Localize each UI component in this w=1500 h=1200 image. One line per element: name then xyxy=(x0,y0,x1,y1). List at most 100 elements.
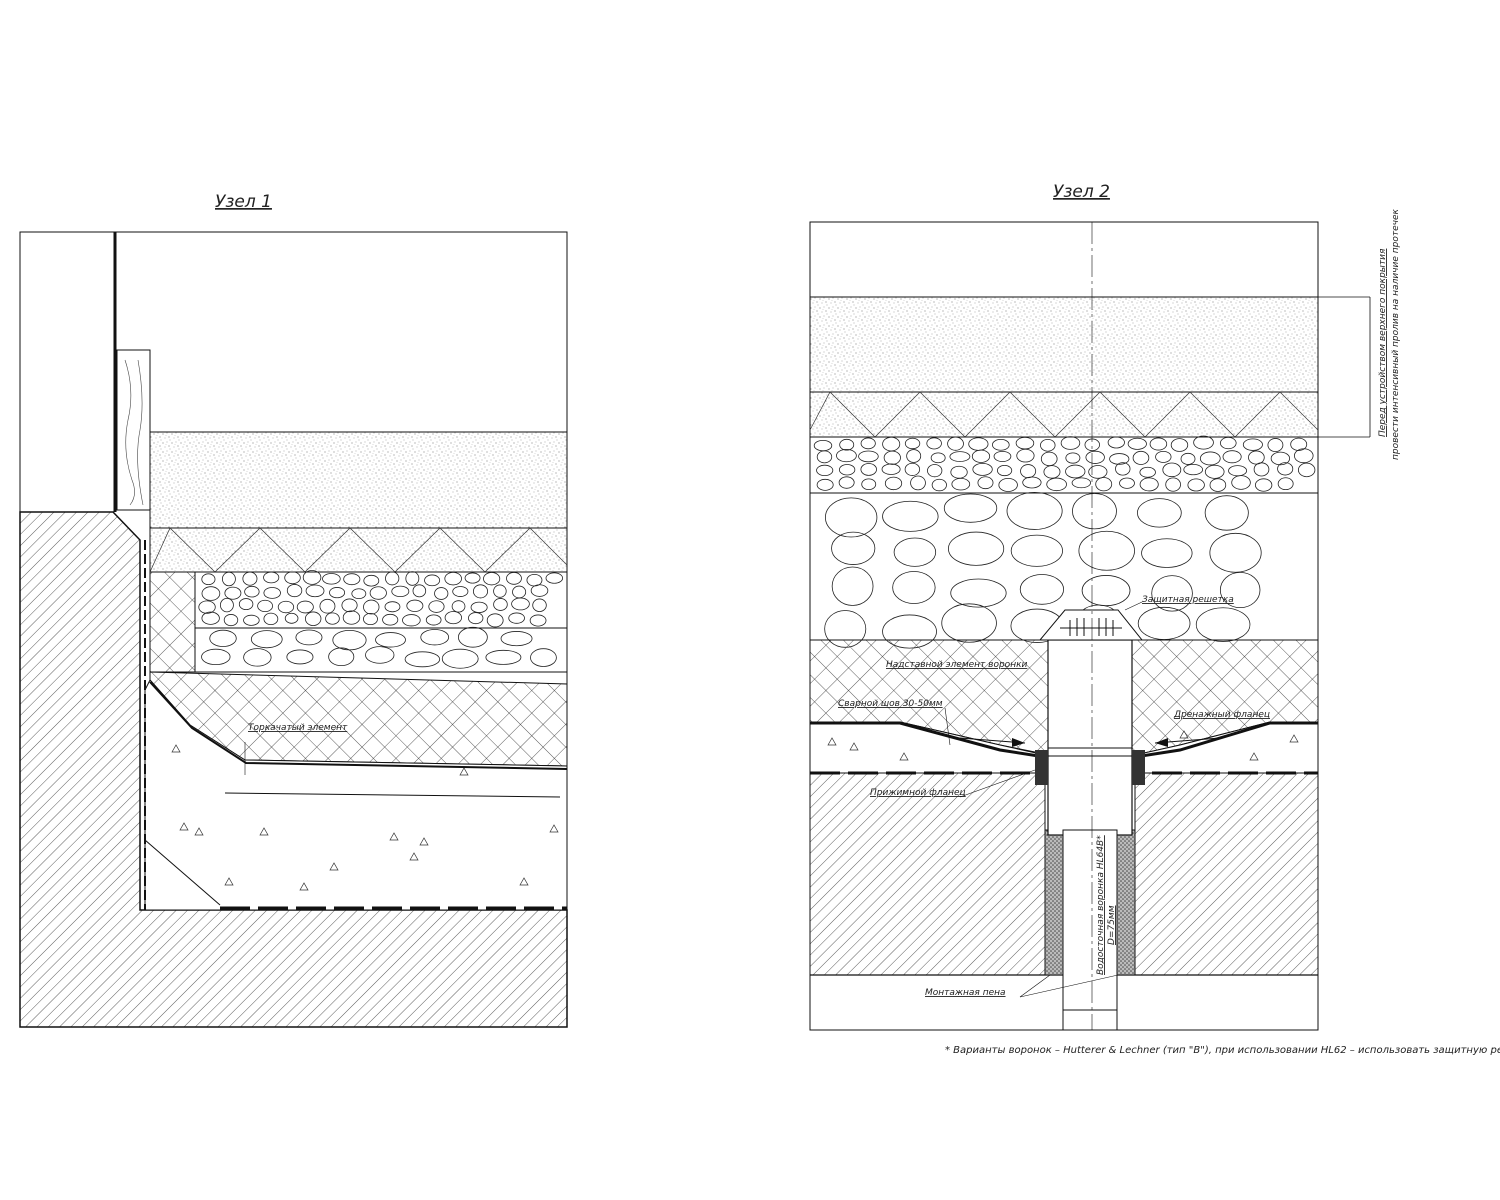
aggregate-mark xyxy=(849,742,859,751)
stone xyxy=(1149,437,1168,451)
stone xyxy=(242,571,258,586)
stone xyxy=(532,598,547,612)
stone xyxy=(470,601,488,613)
stone xyxy=(405,571,420,586)
stone xyxy=(277,600,295,614)
stone xyxy=(420,629,450,646)
stone xyxy=(263,571,280,584)
stone xyxy=(947,436,964,451)
stone xyxy=(257,599,273,613)
aggregate-mark xyxy=(459,767,469,776)
stone xyxy=(319,598,336,614)
stone xyxy=(993,450,1012,462)
stone xyxy=(1139,477,1159,492)
stone xyxy=(1219,436,1237,450)
stone xyxy=(545,572,564,584)
stone xyxy=(831,566,874,606)
stone xyxy=(485,649,522,665)
stone xyxy=(930,452,946,464)
large-stones xyxy=(201,626,557,669)
leader-line xyxy=(959,769,1036,798)
stone xyxy=(444,571,462,586)
stone xyxy=(1010,534,1063,567)
stone xyxy=(286,649,314,665)
stone xyxy=(1137,498,1182,528)
drain-pipe[interactable] xyxy=(1062,829,1118,1011)
stone xyxy=(1006,491,1063,530)
membrane-line xyxy=(149,681,568,770)
stone xyxy=(243,648,272,667)
grate-icon[interactable] xyxy=(1038,609,1144,641)
stone xyxy=(201,648,231,666)
stone xyxy=(434,587,449,600)
stone xyxy=(363,599,380,615)
stone xyxy=(1187,478,1205,492)
stone xyxy=(329,587,346,599)
stone xyxy=(424,574,441,587)
stone xyxy=(402,614,421,627)
footnote: * Варианты воронок – Hutterer & Lechner … xyxy=(945,1045,1500,1056)
drain-body[interactable] xyxy=(1047,639,1133,836)
stone xyxy=(493,598,508,611)
concrete-aggregate xyxy=(171,744,559,891)
clamp-right xyxy=(1132,750,1145,785)
stone xyxy=(529,614,547,627)
stone xyxy=(493,584,507,598)
stone xyxy=(998,477,1018,492)
stone xyxy=(816,450,833,464)
stone xyxy=(1016,448,1035,463)
stone xyxy=(1193,435,1214,450)
aggregate-mark xyxy=(519,877,529,886)
stone xyxy=(927,464,943,478)
stone xyxy=(483,572,501,586)
stone xyxy=(286,584,303,598)
stone xyxy=(341,598,358,613)
stone xyxy=(1209,478,1227,492)
stone xyxy=(949,451,971,462)
stone xyxy=(1170,438,1189,452)
stone xyxy=(1043,465,1061,479)
stone xyxy=(201,611,220,625)
stone xyxy=(444,611,462,625)
wood-board xyxy=(116,349,151,511)
aggregate-mark xyxy=(1289,734,1299,743)
leader-line xyxy=(944,707,951,746)
stone xyxy=(263,612,279,625)
detail-1-title: Узел 1 xyxy=(215,192,272,212)
label-grate: Защитная решетка xyxy=(1142,595,1234,605)
aggregate-mark xyxy=(259,827,269,836)
stone xyxy=(221,571,236,587)
stone xyxy=(816,464,834,477)
stone xyxy=(500,631,533,647)
leader-line xyxy=(1019,974,1119,998)
stone xyxy=(861,478,877,490)
stone xyxy=(1078,530,1135,571)
stone xyxy=(369,586,387,600)
stone xyxy=(1204,495,1249,531)
label-clamp-flange: Прижимной фланец xyxy=(870,788,966,798)
stone xyxy=(391,585,410,598)
stone xyxy=(1219,571,1261,609)
stone xyxy=(1242,438,1263,451)
stone xyxy=(219,597,234,613)
stone xyxy=(238,598,254,611)
aggregate-mark xyxy=(179,822,189,831)
stone xyxy=(1088,465,1108,479)
stone xyxy=(906,449,922,463)
aggregate-mark xyxy=(171,744,181,753)
stone xyxy=(1254,478,1273,492)
stone xyxy=(836,448,857,463)
side-insulation xyxy=(149,571,196,673)
stone xyxy=(1270,451,1291,466)
aggregate-mark xyxy=(1179,730,1189,739)
small-gravel-layer xyxy=(809,436,1319,494)
arrow-head-icon xyxy=(1155,738,1168,747)
membrane-line xyxy=(810,721,1318,759)
label-diameter: D=75мм xyxy=(1107,905,1117,945)
stone xyxy=(1267,438,1284,452)
stone xyxy=(881,463,901,475)
stone xyxy=(1127,437,1147,450)
stone xyxy=(824,497,878,538)
stone xyxy=(511,597,530,611)
